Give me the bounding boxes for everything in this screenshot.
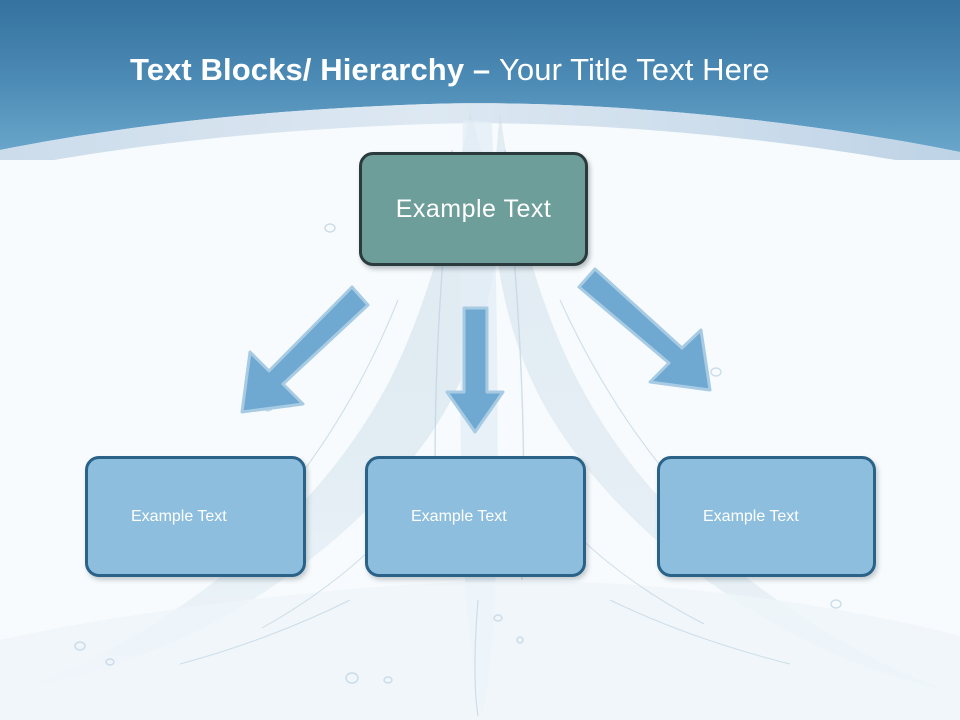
hierarchy-root-label: Example Text — [395, 194, 552, 223]
hierarchy-child-label-3: Example Text — [703, 507, 799, 525]
hierarchy-child-box-1[interactable]: Example Text — [85, 456, 306, 577]
hierarchy-child-box-3[interactable]: Example Text — [657, 456, 876, 577]
hierarchy-child-box-2[interactable]: Example Text — [365, 456, 586, 577]
page-title-regular: Your Title Text Here — [498, 52, 770, 87]
page-title-separator: – — [472, 52, 499, 87]
arrow-center-icon — [445, 306, 505, 434]
hierarchy-child-label-2: Example Text — [411, 507, 507, 525]
hierarchy-root-box[interactable]: Example Text — [359, 152, 588, 266]
hierarchy-child-label-1: Example Text — [131, 507, 227, 525]
arrow-right-icon — [577, 267, 712, 392]
page-title-bold: Text Blocks/ Hierarchy — [130, 52, 473, 87]
arrow-left-icon — [240, 285, 370, 414]
page-title: Text Blocks/ Hierarchy – Your Title Text… — [130, 52, 770, 88]
slide-header: Text Blocks/ Hierarchy – Your Title Text… — [0, 0, 960, 160]
